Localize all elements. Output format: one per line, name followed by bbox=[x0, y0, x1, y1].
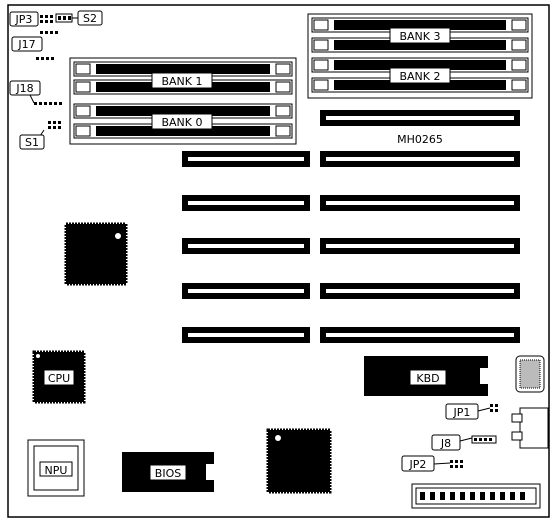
jp2-label: JP2 bbox=[409, 458, 427, 471]
bank-2-label: BANK 2 bbox=[399, 70, 440, 83]
bank-3-label: BANK 3 bbox=[399, 30, 440, 43]
simm-socket bbox=[311, 37, 529, 53]
jumper-jp2: JP2 bbox=[401, 455, 463, 472]
chip-npu: NPU bbox=[27, 439, 85, 497]
power-connector bbox=[411, 483, 541, 509]
battery bbox=[515, 355, 545, 393]
s1-label: S1 bbox=[25, 136, 39, 149]
bank-0-label-box bbox=[151, 113, 213, 130]
j18-label: J18 bbox=[15, 82, 33, 95]
bank-1-label: BANK 1 bbox=[161, 75, 202, 88]
jumper-j8: J8 bbox=[431, 434, 497, 451]
simm-socket bbox=[73, 61, 293, 77]
bank-2-label-box bbox=[389, 67, 451, 84]
kbd-label: KBD bbox=[416, 372, 439, 385]
chip-kbd: KBD bbox=[364, 356, 488, 396]
j8-label: J8 bbox=[440, 437, 451, 450]
switch-s1: S1 bbox=[19, 121, 61, 150]
model-label: MH0265 bbox=[397, 133, 443, 146]
cpu-label: CPU bbox=[48, 372, 70, 385]
bios-label: BIOS bbox=[155, 467, 181, 480]
simm-socket bbox=[311, 17, 529, 33]
bank-0-label: BANK 0 bbox=[161, 116, 202, 129]
simm-banks-left: BANK 1 BANK 0 bbox=[69, 57, 297, 145]
jp1-label: JP1 bbox=[453, 406, 471, 419]
chip-bios: BIOS bbox=[122, 452, 214, 492]
simm-socket bbox=[73, 123, 293, 139]
jumper-j17: J17 bbox=[11, 36, 54, 60]
jumper-jp3: JP3 bbox=[9, 11, 58, 34]
j17-label: J17 bbox=[17, 38, 35, 51]
jp3-label: JP3 bbox=[15, 13, 33, 26]
bank-1-label-box bbox=[151, 72, 213, 89]
keyboard-connector bbox=[511, 407, 549, 449]
simm-banks-right: BANK 3 BANK 2 bbox=[307, 13, 533, 99]
switch-s2: S2 bbox=[55, 10, 103, 26]
chip-cpu: CPU bbox=[32, 350, 86, 404]
chip-plcc-upper bbox=[64, 222, 128, 286]
jumper-j18: J18 bbox=[9, 80, 62, 105]
bank-3-label-box bbox=[389, 27, 451, 44]
s2-label: S2 bbox=[83, 12, 97, 25]
npu-label: NPU bbox=[45, 464, 68, 477]
slot-openings bbox=[188, 116, 514, 337]
jumper-jp1: JP1 bbox=[445, 403, 498, 420]
chip-plcc-lower bbox=[266, 428, 332, 494]
